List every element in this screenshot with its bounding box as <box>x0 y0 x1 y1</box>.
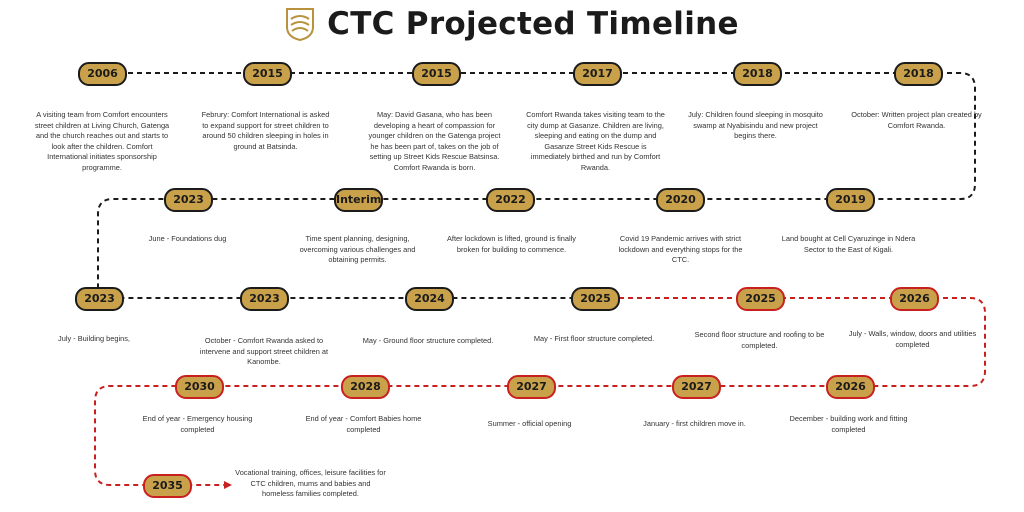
event-description: May: David Gasana, who has been developi… <box>368 110 501 172</box>
year-badge: 2027 <box>672 375 721 399</box>
year-badge: 2018 <box>733 62 782 86</box>
event-description: Time spent planning, designing, overcomi… <box>299 234 416 265</box>
event-description: Summer - official opening <box>487 419 572 428</box>
year-badge: 2006 <box>78 62 127 86</box>
year-badge: 2025 <box>571 287 620 311</box>
event-description: July: Children found sleeping in mosquit… <box>688 110 823 141</box>
year-badge: 2027 <box>507 375 556 399</box>
year-badge: Interim <box>334 188 383 212</box>
year-badge: 2023 <box>240 287 289 311</box>
event-description: Februry: Comfort International is asked … <box>201 110 330 151</box>
year-badge: 2020 <box>656 188 705 212</box>
event-description: Land bought at Cell Cyaruzinge in Ndera … <box>781 234 916 254</box>
year-badge: 2026 <box>826 375 875 399</box>
page-title: CTC Projected Timeline <box>327 6 739 42</box>
event-description: Vocational training, offices, leisure fa… <box>235 468 386 499</box>
event-description: October - Comfort Rwanda asked to interv… <box>199 336 329 367</box>
year-badge: 2022 <box>486 188 535 212</box>
year-badge: 2030 <box>175 375 224 399</box>
event-description: After lockdown is lifted, ground is fina… <box>447 234 576 254</box>
year-badge: 2019 <box>826 188 875 212</box>
event-description: End of year - Emergency housing complete… <box>142 414 253 434</box>
event-description: May - Ground floor structure completed. <box>362 336 494 345</box>
event-description: October: Written project plan created by… <box>851 110 982 130</box>
event-description: May - First floor structure completed. <box>533 334 655 343</box>
year-badge: 2023 <box>75 287 124 311</box>
year-badge: 2035 <box>143 474 192 498</box>
year-badge: 2024 <box>405 287 454 311</box>
comfort-logo-icon <box>286 8 315 41</box>
event-description: January - first children move in. <box>643 419 746 428</box>
event-description: A visiting team from Comfort encounters … <box>34 110 170 172</box>
year-badge: 2023 <box>164 188 213 212</box>
event-description: July - Walls, window, doors and utilitie… <box>848 329 977 349</box>
year-badge: 2026 <box>890 287 939 311</box>
year-badge: 2015 <box>412 62 461 86</box>
year-badge: 2028 <box>341 375 390 399</box>
header: CTC Projected Timeline <box>0 2 1024 46</box>
event-description: Covid 19 Pandemic arrives with strict lo… <box>618 234 743 265</box>
event-description: June - Foundations dug <box>148 234 227 243</box>
event-description: End of year - Comfort Babies home comple… <box>305 414 422 434</box>
event-description: July - Building begins, <box>58 334 130 343</box>
year-badge: 2017 <box>573 62 622 86</box>
event-description: December - building work and fitting com… <box>789 414 908 434</box>
year-badge: 2018 <box>894 62 943 86</box>
event-description: Comfort Rwanda takes visiting team to th… <box>526 110 665 172</box>
timeline-path-black <box>97 72 976 299</box>
year-badge: 2015 <box>243 62 292 86</box>
year-badge: 2025 <box>736 287 785 311</box>
event-description: Second floor structure and roofing to be… <box>694 330 825 350</box>
